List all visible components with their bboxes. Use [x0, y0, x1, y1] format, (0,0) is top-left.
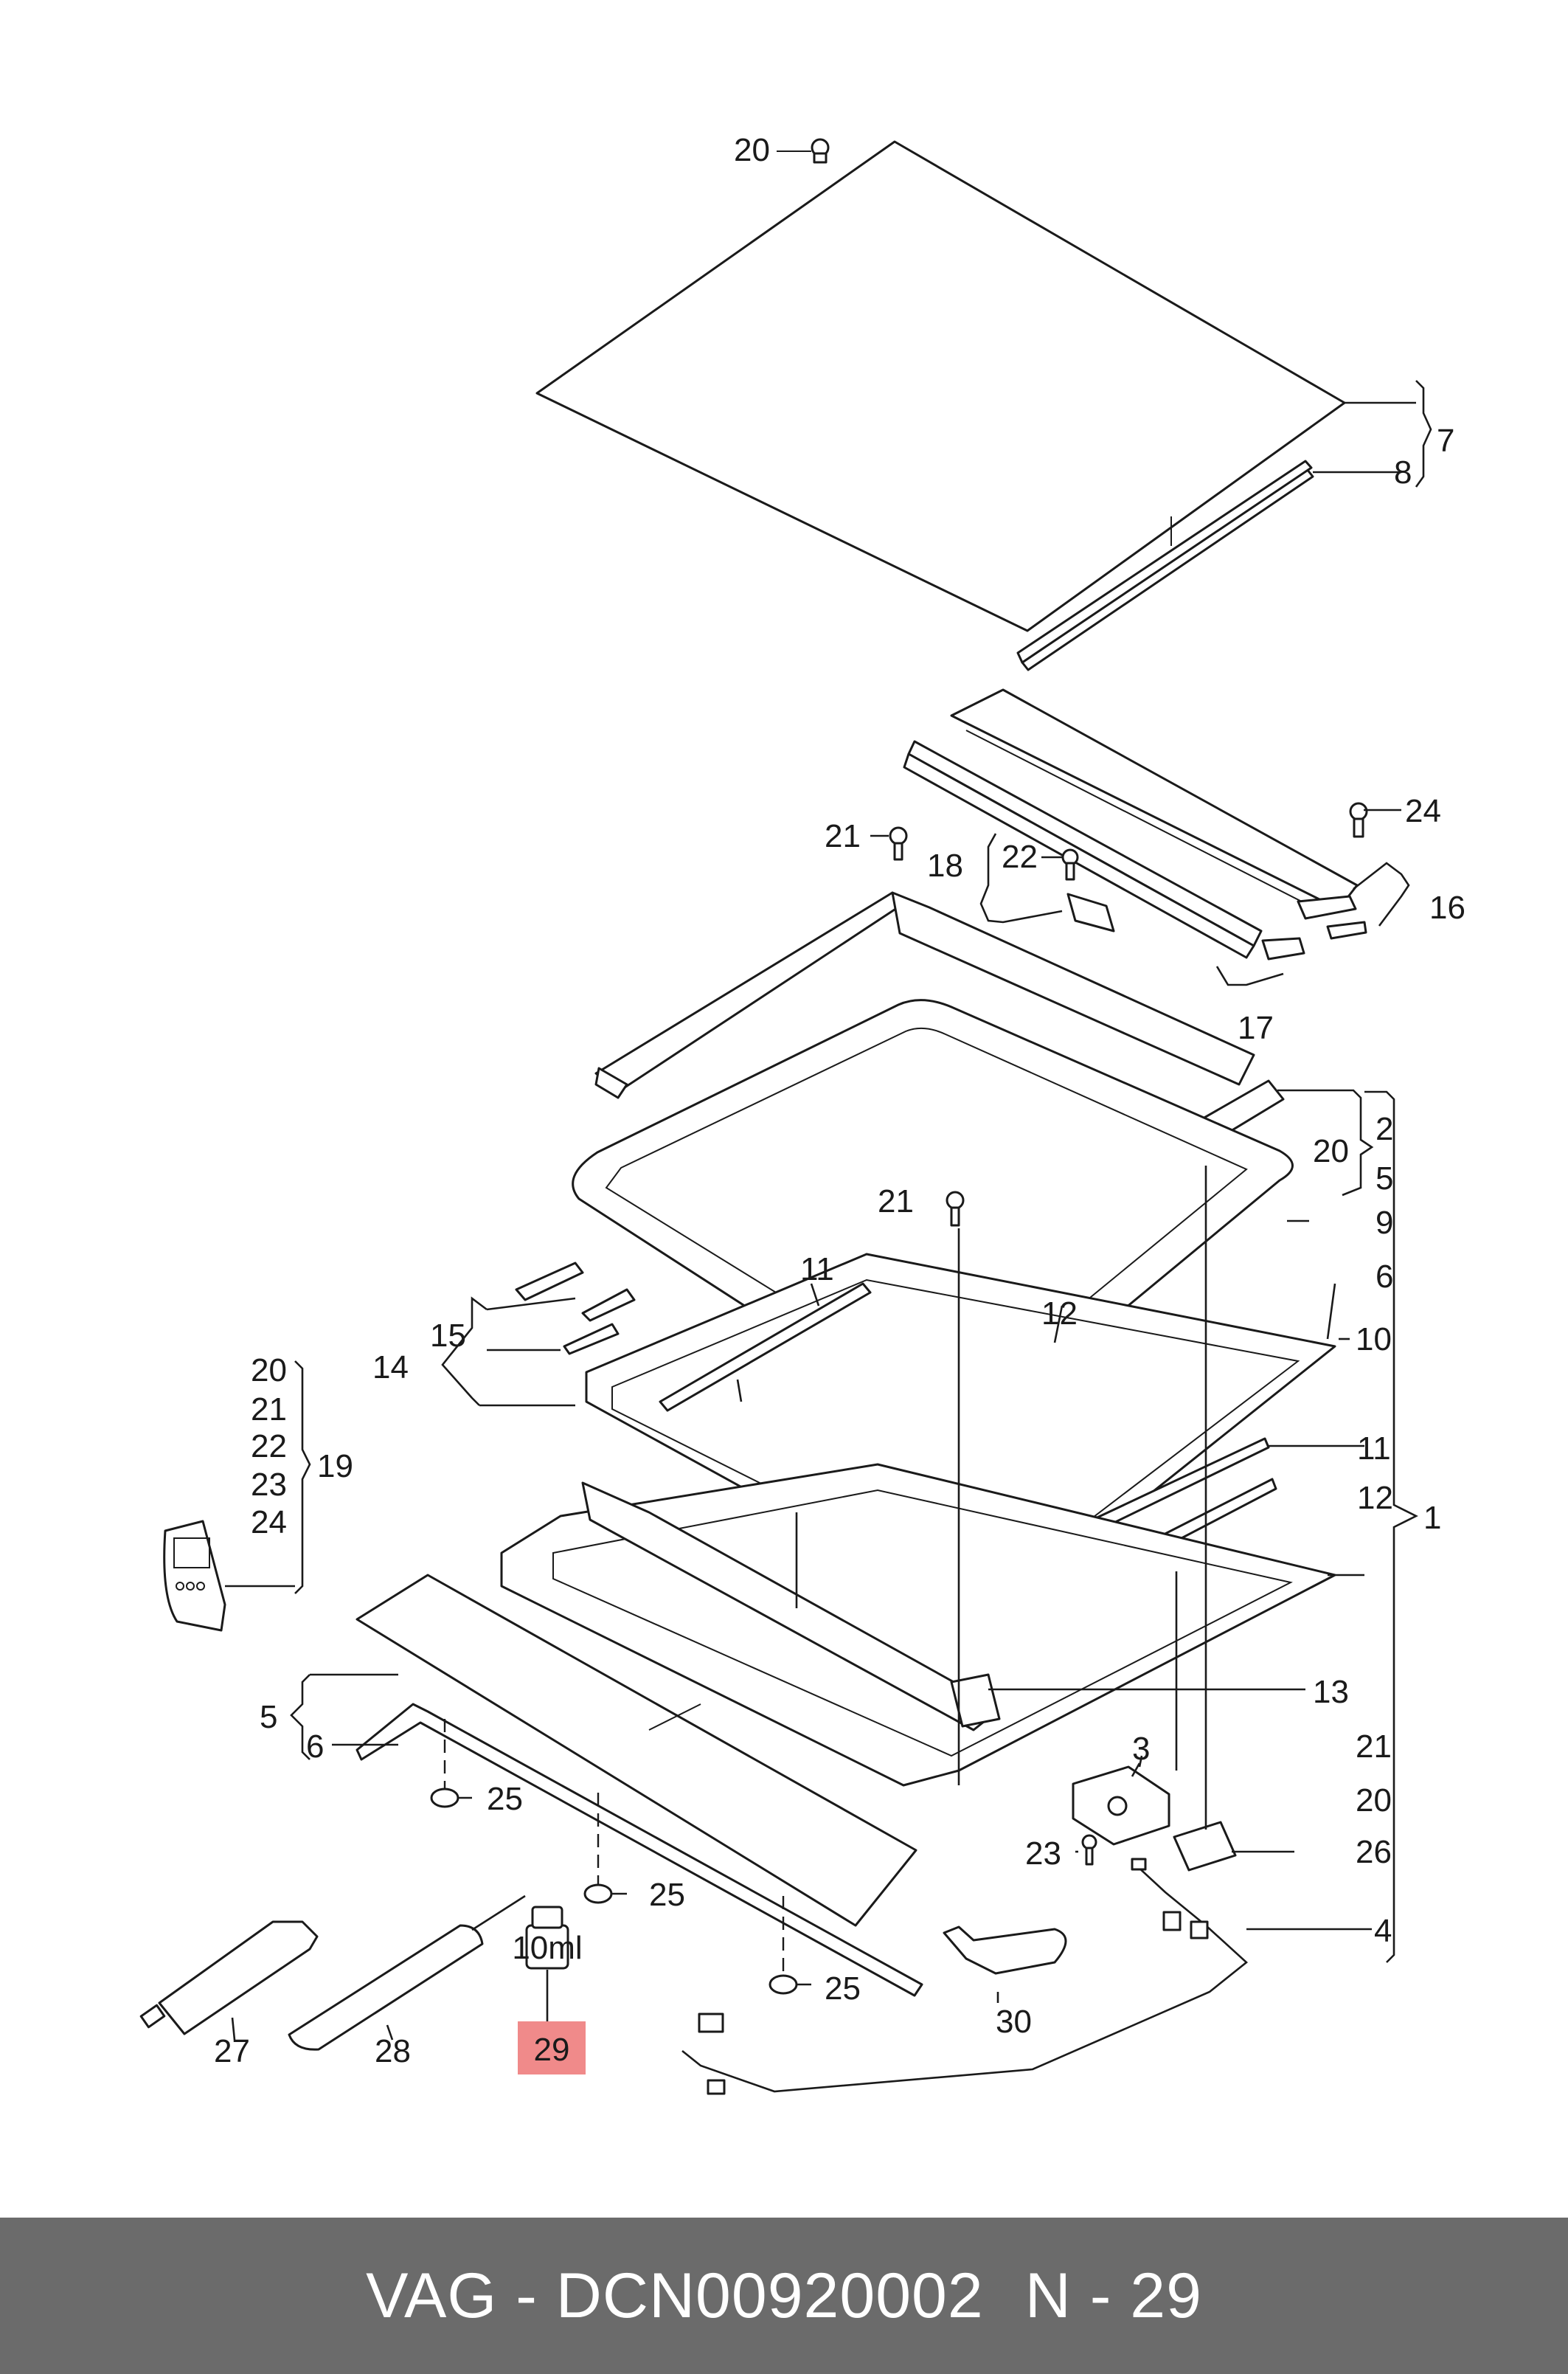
callout-13: 13 [1313, 1674, 1349, 1710]
callout-30: 30 [996, 2004, 1032, 2040]
seal-ring-part [572, 999, 1294, 1436]
callout-19-l24: 24 [251, 1504, 287, 1540]
callout-1: 1 [1423, 1500, 1441, 1536]
main-frame-part [500, 1463, 1336, 1787]
callout-8: 8 [1394, 454, 1412, 491]
callout-15: 15 [430, 1318, 466, 1354]
highlighted-callout-29: 29 [518, 2021, 586, 2074]
lower-frame-part [515, 1253, 1336, 1624]
callout-24: 24 [1405, 793, 1441, 829]
callout-28: 28 [375, 2033, 411, 2069]
bottle-label: 10ml [512, 1930, 582, 1966]
callout-3: 3 [1132, 1731, 1150, 1767]
callout-14: 14 [372, 1349, 409, 1385]
callout-9: 9 [1376, 1205, 1393, 1241]
callout-21-c: 21 [1356, 1728, 1392, 1765]
callout-27: 27 [214, 2033, 250, 2069]
callout-7: 7 [1437, 423, 1454, 459]
seal-strip-part [1016, 460, 1314, 671]
callout-12-a: 12 [1041, 1295, 1078, 1332]
cable-tie-30-part [943, 1925, 1067, 1975]
nut-25-a-part [430, 1788, 459, 1808]
callout-11-b: 11 [1357, 1430, 1391, 1467]
callout-10: 10 [1356, 1321, 1392, 1357]
headliner-part [355, 1574, 917, 1927]
callout-23: 23 [1025, 1835, 1061, 1872]
leader-lines [225, 380, 1432, 2041]
footer-position: N - 29 [1024, 2260, 1202, 2331]
slider-18-part [1066, 893, 1115, 932]
clip-16-part [1261, 895, 1367, 961]
callout-20-mid: 20 [1313, 1133, 1349, 1169]
callout-19-l21: 21 [251, 1391, 287, 1427]
screw-21-upper-part [889, 826, 908, 861]
callout-5-left: 5 [260, 1699, 277, 1735]
harness-4-part [681, 1858, 1249, 2095]
callout-2: 2 [1376, 1111, 1393, 1147]
screw-22-part [1061, 848, 1079, 881]
screw-top-part [811, 138, 830, 164]
motor-3-part [1072, 1765, 1170, 1846]
footer-brand: VAG - DCN00920002 [366, 2260, 984, 2331]
callout-26: 26 [1356, 1834, 1392, 1870]
strip-6-part [355, 1703, 923, 1997]
callout-22: 22 [1002, 839, 1038, 875]
callout-18: 18 [927, 848, 963, 884]
footer-bar: VAG - DCN00920002 N - 29 [0, 2218, 1568, 2374]
callout-19-l22: 22 [251, 1428, 287, 1464]
callout-5-right: 5 [1376, 1160, 1393, 1197]
callout-20-top: 20 [734, 132, 770, 168]
cross-member-part [903, 688, 1359, 959]
callout-6-left: 6 [306, 1728, 324, 1765]
guide-lines [443, 1166, 1207, 1976]
nut-25-c-part [769, 1974, 798, 1995]
callout-20-low: 20 [1356, 1782, 1392, 1818]
tube-27-part [139, 1920, 319, 2035]
callout-19: 19 [317, 1448, 353, 1484]
callout-19-l20: 20 [251, 1352, 287, 1388]
callout-12-b: 12 [1357, 1480, 1393, 1516]
nut-25-b-part [583, 1883, 613, 1904]
callout-25-c: 25 [825, 1970, 861, 2007]
footer-text: VAG - DCN00920002 N - 29 [345, 2260, 1223, 2333]
callout-29: 29 [534, 2032, 570, 2068]
callouts: 20 7 8 24 21 22 18 16 17 2 20 5 9 6 21 1… [214, 132, 1465, 2069]
module-19-part [163, 1520, 226, 1632]
callout-6-right: 6 [1376, 1259, 1393, 1295]
bottle-29-part: 10ml [512, 1906, 583, 1970]
screw-24-part [1349, 802, 1368, 838]
switch-26-part [1173, 1821, 1237, 1872]
screw-21-middle-part [946, 1191, 965, 1227]
callout-19-l23: 23 [251, 1467, 287, 1503]
cartridge-28-part [288, 1894, 526, 2051]
callout-21-a: 21 [825, 818, 861, 854]
callout-4: 4 [1374, 1913, 1392, 1949]
callout-17: 17 [1238, 1010, 1274, 1046]
glass-panel-part [535, 140, 1346, 632]
callout-25-b: 25 [649, 1877, 685, 1913]
callout-11-a: 11 [800, 1251, 834, 1287]
callout-21-b: 21 [878, 1183, 914, 1219]
screw-23-part [1081, 1834, 1097, 1866]
highlight-box [518, 2021, 586, 2074]
sunroof-exploded-diagram: 10ml [139, 132, 1465, 2095]
clip-15-part [563, 1288, 636, 1355]
callout-16: 16 [1429, 890, 1465, 926]
callout-25-a: 25 [487, 1781, 523, 1817]
